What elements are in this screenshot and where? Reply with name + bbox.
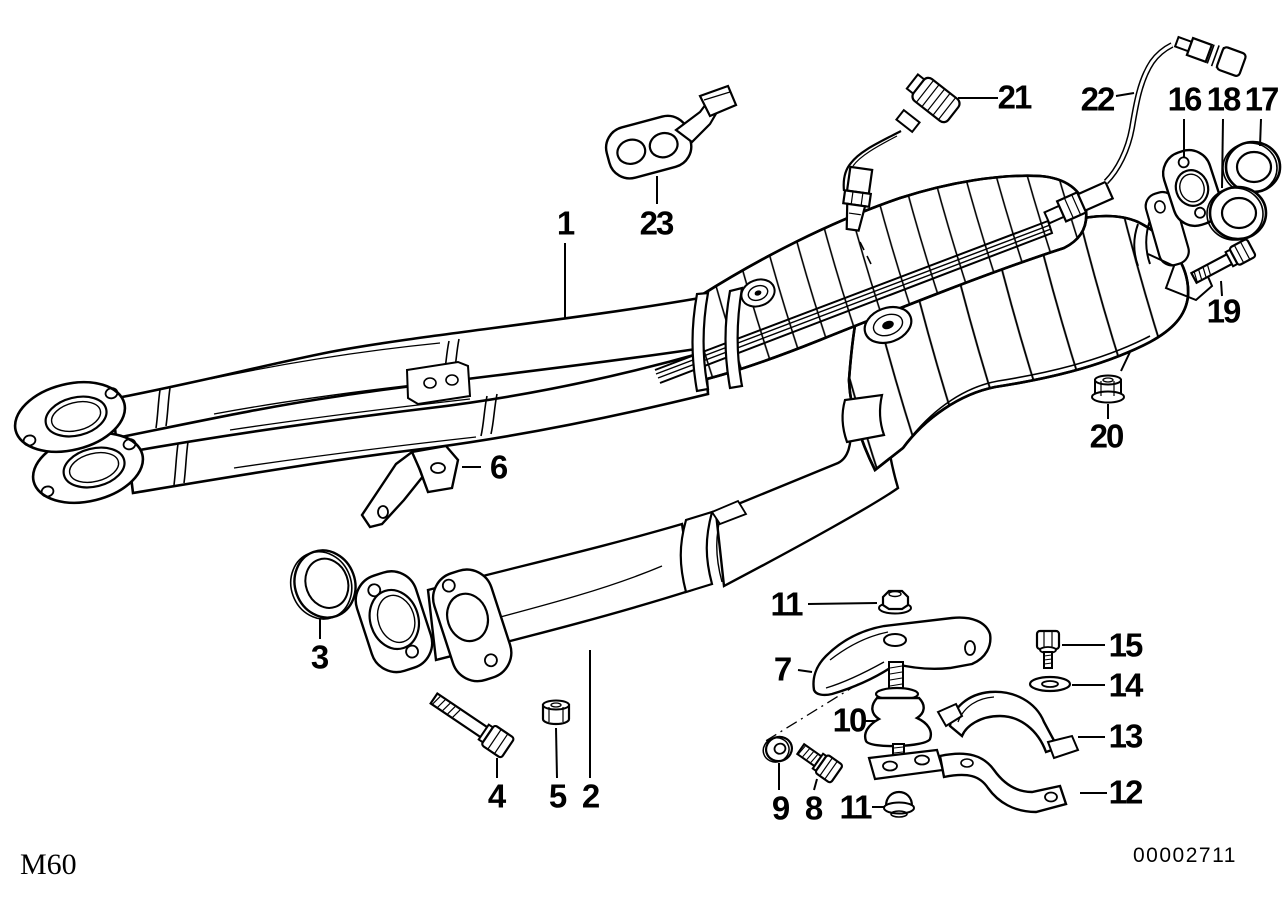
leader-5	[555, 727, 558, 779]
mount-plate	[867, 748, 945, 781]
rear-flange-right	[431, 568, 513, 683]
bolt-19	[1189, 238, 1257, 285]
callout-part-13[interactable]: 13	[1108, 717, 1144, 755]
muffler-body	[654, 174, 1214, 473]
callout-part-8[interactable]: 8	[804, 789, 823, 827]
oxygen-sensor-front	[842, 73, 961, 265]
callout-part-10[interactable]: 10	[832, 701, 868, 739]
bolt-4	[429, 692, 515, 759]
front-pipes	[110, 296, 710, 495]
callout-part-19[interactable]: 19	[1206, 292, 1242, 330]
callout-part-2[interactable]: 2	[581, 777, 600, 815]
callout-part-1[interactable]: 1	[556, 204, 575, 242]
leader-7	[797, 669, 813, 673]
nut-20	[1091, 374, 1125, 404]
bracket-23	[604, 84, 738, 180]
leader-18	[1221, 118, 1224, 189]
washer-14	[1028, 675, 1072, 693]
heat-shield-seam	[654, 220, 1054, 384]
bracket-6	[360, 444, 460, 529]
leader-20	[1107, 351, 1131, 419]
callout-part-14[interactable]: 14	[1108, 666, 1144, 704]
diagram-number-label: 00002711	[1133, 844, 1237, 867]
muffler-boss-center	[863, 305, 913, 345]
nut-5	[541, 699, 571, 726]
leader-17	[1259, 118, 1262, 147]
leader-8	[813, 778, 818, 791]
pipe-tab-bracket	[405, 360, 472, 406]
bolt-15	[1035, 629, 1061, 669]
leader-22	[1115, 92, 1135, 97]
callout-part-21[interactable]: 21	[997, 78, 1033, 116]
leader-19	[1220, 280, 1223, 297]
callout-part-22[interactable]: 22	[1080, 80, 1116, 118]
callout-part-11-upper[interactable]: 11	[770, 585, 804, 623]
flange-nut-11-upper	[878, 589, 912, 615]
oxygen-sensor-rear	[1043, 35, 1247, 225]
leader-11-upper	[807, 602, 878, 605]
clamp-13	[936, 690, 1080, 760]
cap-nut-11-lower	[883, 790, 915, 818]
callout-part-7[interactable]: 7	[773, 650, 792, 688]
front-flange-upper	[13, 380, 127, 454]
gasket-ring-3	[289, 549, 357, 620]
sealing-ring-18	[1206, 185, 1268, 241]
washer-9	[762, 735, 794, 763]
callout-part-3[interactable]: 3	[310, 638, 329, 676]
sealing-ring-17	[1222, 140, 1282, 194]
callout-part-18[interactable]: 18	[1206, 80, 1242, 118]
callout-part-6[interactable]: 6	[489, 448, 508, 486]
engine-code-label: M60	[20, 848, 77, 881]
rubber-mount-10	[864, 661, 932, 758]
callout-part-23[interactable]: 23	[639, 204, 675, 242]
alignment-dash-line	[763, 683, 859, 743]
callout-part-4[interactable]: 4	[487, 777, 506, 815]
strap-12	[938, 752, 1068, 814]
leader-lines	[319, 92, 1262, 808]
callout-part-5[interactable]: 5	[548, 777, 567, 815]
callout-part-20[interactable]: 20	[1089, 417, 1125, 455]
callout-part-12[interactable]: 12	[1108, 773, 1144, 811]
muffler-boss-front	[740, 278, 776, 308]
callout-part-16[interactable]: 16	[1167, 80, 1203, 118]
callout-part-9[interactable]: 9	[771, 789, 790, 827]
pipe-clamp-sleeve	[679, 510, 714, 594]
bracket-7	[812, 616, 992, 697]
callout-part-11-lower[interactable]: 11	[839, 788, 873, 826]
rear-flange-left	[354, 570, 434, 674]
bolt-8	[795, 742, 843, 784]
callout-part-17[interactable]: 17	[1244, 80, 1280, 118]
gasket-16	[1161, 148, 1223, 228]
callout-part-15[interactable]: 15	[1108, 626, 1144, 664]
